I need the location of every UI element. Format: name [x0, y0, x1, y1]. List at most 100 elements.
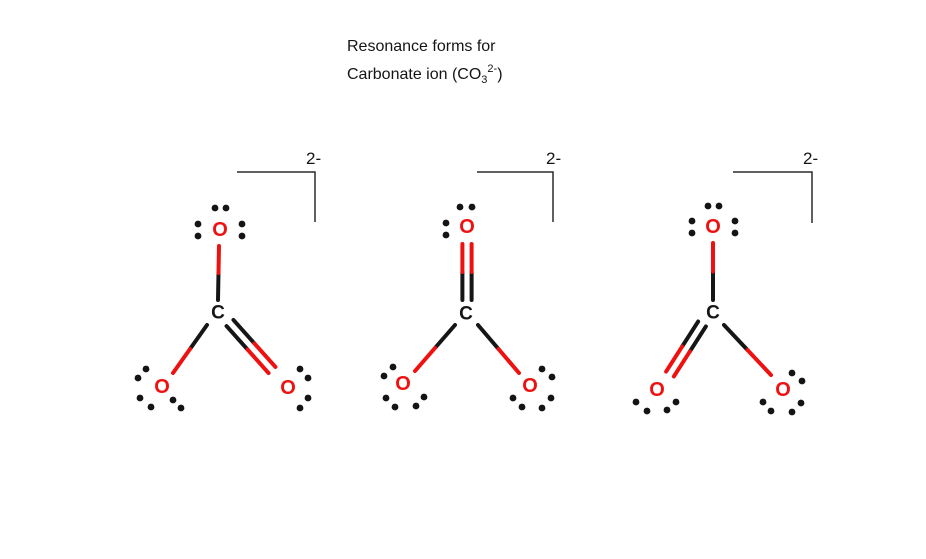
- bond-segment-black: [188, 323, 209, 351]
- title-line-2: Carbonate ion (CO32-): [347, 58, 503, 91]
- title-line-2-prefix: Carbonate ion (CO: [347, 66, 482, 83]
- resonance-form-3: 2- C O O O: [632, 149, 818, 416]
- lone-pair-dot: [643, 407, 651, 415]
- bond-segment-red: [252, 341, 278, 369]
- lone-pair-dot: [759, 398, 767, 406]
- lone-pair-dot: [391, 403, 399, 411]
- bond-segment-black: [722, 323, 750, 352]
- lone-pair-dot: [509, 394, 517, 402]
- lone-pair-dot: [442, 219, 450, 227]
- lone-pair-dot: [731, 217, 739, 225]
- lone-pair-dot: [688, 229, 696, 237]
- single-bond: [171, 323, 209, 375]
- lone-pair-dot: [304, 374, 312, 382]
- single-bond: [216, 244, 221, 302]
- double-bond: [664, 319, 708, 379]
- title-line-2-suffix: ): [497, 66, 503, 83]
- bond-segment-black: [476, 323, 501, 351]
- single-bond: [413, 323, 457, 373]
- lone-pair-dot: [663, 406, 671, 414]
- oxygen-atom-label: O: [459, 216, 475, 238]
- lone-pair-dot: [456, 203, 464, 211]
- lone-pair-dot: [688, 217, 696, 225]
- diagram-title: Resonance forms for Carbonate ion (CO32-…: [347, 36, 503, 91]
- lone-pair-dot: [238, 232, 246, 240]
- lone-pair-dot: [788, 369, 796, 377]
- charge-label: 2-: [803, 149, 818, 168]
- lone-pair-dot: [538, 365, 546, 373]
- lone-pair-dot: [788, 408, 796, 416]
- bond-segment-red: [171, 347, 192, 375]
- lone-pair-dot: [304, 394, 312, 402]
- lone-pair-dot: [169, 396, 177, 404]
- lone-pair-dot: [632, 398, 640, 406]
- lone-pair-dot: [296, 404, 304, 412]
- lone-pair-dot: [672, 398, 680, 406]
- oxygen-atom-label: O: [649, 379, 665, 401]
- lone-pair-dot: [296, 365, 304, 373]
- charge-label: 2-: [306, 149, 321, 168]
- bond-segment-red: [496, 347, 521, 375]
- carbon-atom-label: C: [706, 303, 720, 324]
- charge-label: 2-: [546, 149, 561, 168]
- charge-bracket: [733, 171, 813, 223]
- lone-pair-dot: [389, 363, 397, 371]
- bond-segment-red: [664, 344, 685, 374]
- lone-pair-dot: [194, 232, 202, 240]
- lone-pair-dot: [547, 394, 555, 402]
- bond-segment-red: [413, 346, 437, 373]
- lone-pair-dot: [731, 229, 739, 237]
- oxygen-atom-label: O: [395, 373, 411, 395]
- bond-segment-red: [245, 347, 271, 376]
- lone-pair-dot: [420, 393, 428, 401]
- oxygen-atom-label: O: [775, 379, 791, 401]
- single-bond: [722, 323, 773, 377]
- charge-bracket: [477, 171, 554, 222]
- bond-segment-black: [687, 324, 708, 354]
- carbon-atom-label: C: [211, 303, 225, 324]
- lone-pair-dot: [142, 365, 150, 373]
- bond-segment-red: [745, 348, 773, 377]
- bond-segment-red: [671, 349, 692, 379]
- lone-pair-dot: [177, 404, 185, 412]
- lone-pair-dot: [382, 394, 390, 402]
- lone-pair-dot: [147, 403, 155, 411]
- lone-pair-dot: [797, 399, 805, 407]
- bond-segment-black: [231, 317, 257, 346]
- resonance-form-1: 2- C O O O: [134, 149, 321, 412]
- title-line-1: Resonance forms for: [347, 38, 496, 55]
- lone-pair-dot: [798, 377, 806, 385]
- oxygen-atom-label: O: [154, 376, 170, 398]
- double-bond: [460, 242, 474, 302]
- oxygen-atom-label: O: [212, 219, 228, 241]
- bond-segment-black: [216, 271, 221, 302]
- bond-segment-black: [433, 323, 457, 350]
- bond-segment-black: [224, 324, 250, 352]
- bond-segment-black: [680, 319, 701, 349]
- resonance-form-2: 2- C O O O: [380, 149, 561, 412]
- lone-pair-dot: [538, 404, 546, 412]
- lone-pair-dot: [134, 374, 142, 382]
- lone-pair-dot: [211, 204, 219, 212]
- lone-pair-dot: [222, 204, 230, 212]
- charge-bracket: [237, 171, 316, 222]
- formula-superscript: 2-: [487, 63, 498, 75]
- oxygen-atom-label: O: [522, 375, 538, 397]
- oxygen-atom-label: O: [280, 377, 296, 399]
- single-bond: [476, 323, 521, 375]
- lone-pair-dot: [412, 402, 420, 410]
- carbon-atom-label: C: [459, 304, 473, 325]
- lone-pair-dot: [767, 407, 775, 415]
- lone-pair-dot: [380, 372, 388, 380]
- lone-pair-dot: [136, 394, 144, 402]
- lone-pair-dot: [704, 202, 712, 210]
- bond-segment-red: [216, 244, 221, 275]
- oxygen-atom-label: O: [705, 216, 721, 238]
- lone-pair-dot: [238, 220, 246, 228]
- formula-subscript: 3: [481, 74, 488, 86]
- lone-pair-dot: [518, 403, 526, 411]
- lone-pair-dot: [548, 373, 556, 381]
- lone-pair-dot: [715, 202, 723, 210]
